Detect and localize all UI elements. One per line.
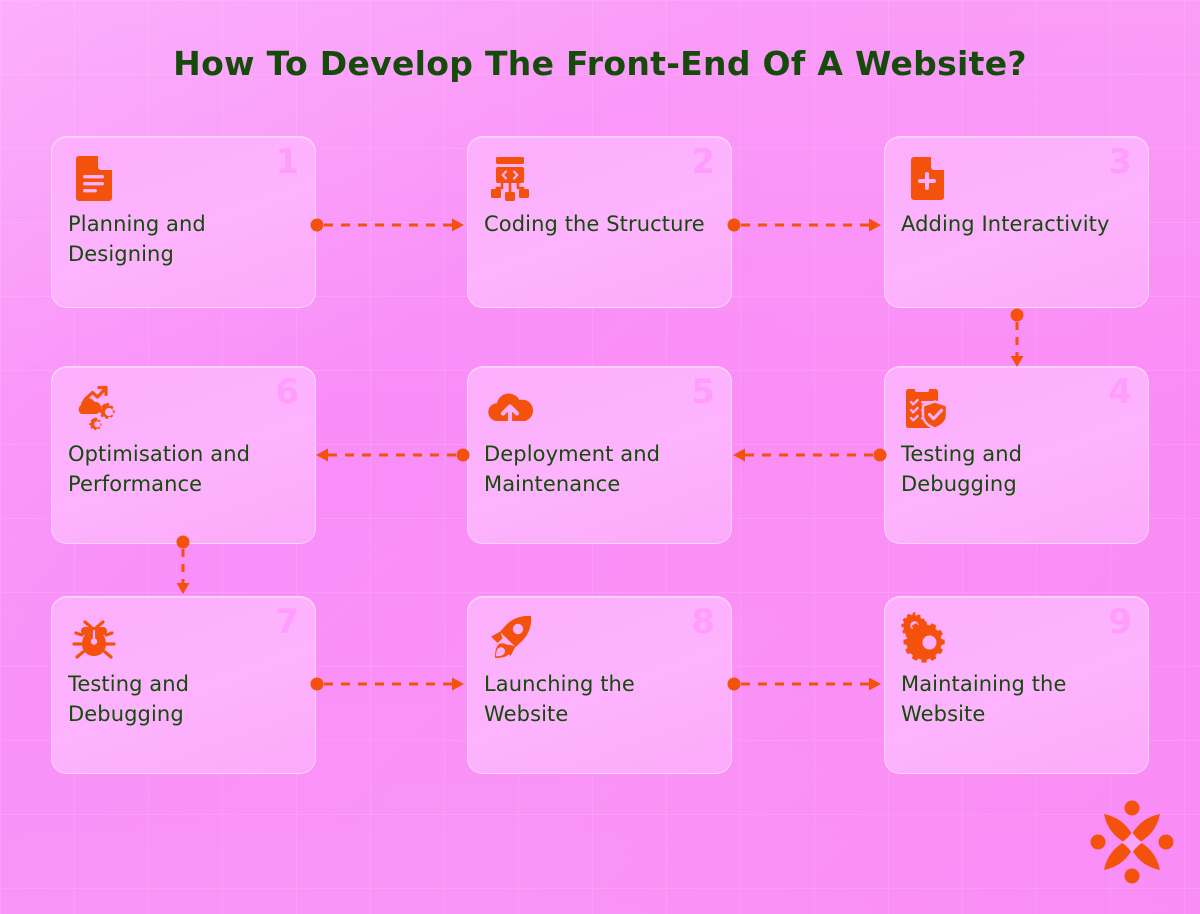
connector-3-to-4 [1007,308,1027,370]
step-number: 5 [691,372,715,412]
step-label: Testing and Debugging [68,672,190,726]
step-label: Maintaining the Website [901,672,1067,726]
document-plus-icon [901,151,953,203]
connector-7-to-8 [310,674,470,694]
cloud-upload-icon [484,381,536,433]
step-card-1[interactable]: 1 Planning and Designing [51,136,316,308]
step-label: Deployment and Maintenance [484,442,661,496]
connector-5-to-6 [310,445,470,465]
code-sitemap-icon [484,151,536,203]
step-number: 8 [691,602,715,642]
gears-icon [901,611,953,663]
step-number: 1 [275,142,299,182]
document-lines-icon [68,151,120,203]
step-card-2[interactable]: 2 Coding the Structure [467,136,732,308]
connector-4-to-5 [727,445,887,465]
step-card-4[interactable]: 4 Testing and Debugging [884,366,1149,544]
step-number: 6 [275,372,299,412]
step-card-8[interactable]: 8 Launching the Website [467,596,732,774]
step-number: 9 [1108,602,1132,642]
page-title: How To Develop The Front-End Of A Websit… [173,44,1027,83]
cloud-gear-growth-icon [68,381,120,433]
rocket-icon [484,611,536,663]
step-number: 7 [275,602,299,642]
step-card-9[interactable]: 9 Maintaining the Website [884,596,1149,774]
step-label: Adding Interactivity [901,212,1110,236]
step-label: Planning and Designing [68,212,206,266]
step-card-7[interactable]: 7 Testing and Debugging [51,596,316,774]
step-card-5[interactable]: 5 Deployment and Maintenance [467,366,732,544]
connector-1-to-2 [310,215,470,235]
step-number: 2 [691,142,715,182]
connector-2-to-3 [727,215,887,235]
clipboard-shield-check-icon [901,381,953,433]
bug-icon [68,611,120,663]
connector-8-to-9 [727,674,887,694]
step-label: Launching the Website [484,672,635,726]
step-card-6[interactable]: 6 Optimisation and Performance [51,366,316,544]
step-label: Coding the Structure [484,212,705,236]
step-number: 4 [1108,372,1132,412]
step-card-3[interactable]: 3 Adding Interactivity [884,136,1149,308]
step-label: Optimisation and Performance [68,442,251,496]
four-point-star-logo [1086,796,1178,888]
connector-6-to-7 [173,535,193,597]
step-label: Testing and Debugging [901,442,1023,496]
step-number: 3 [1108,142,1132,182]
